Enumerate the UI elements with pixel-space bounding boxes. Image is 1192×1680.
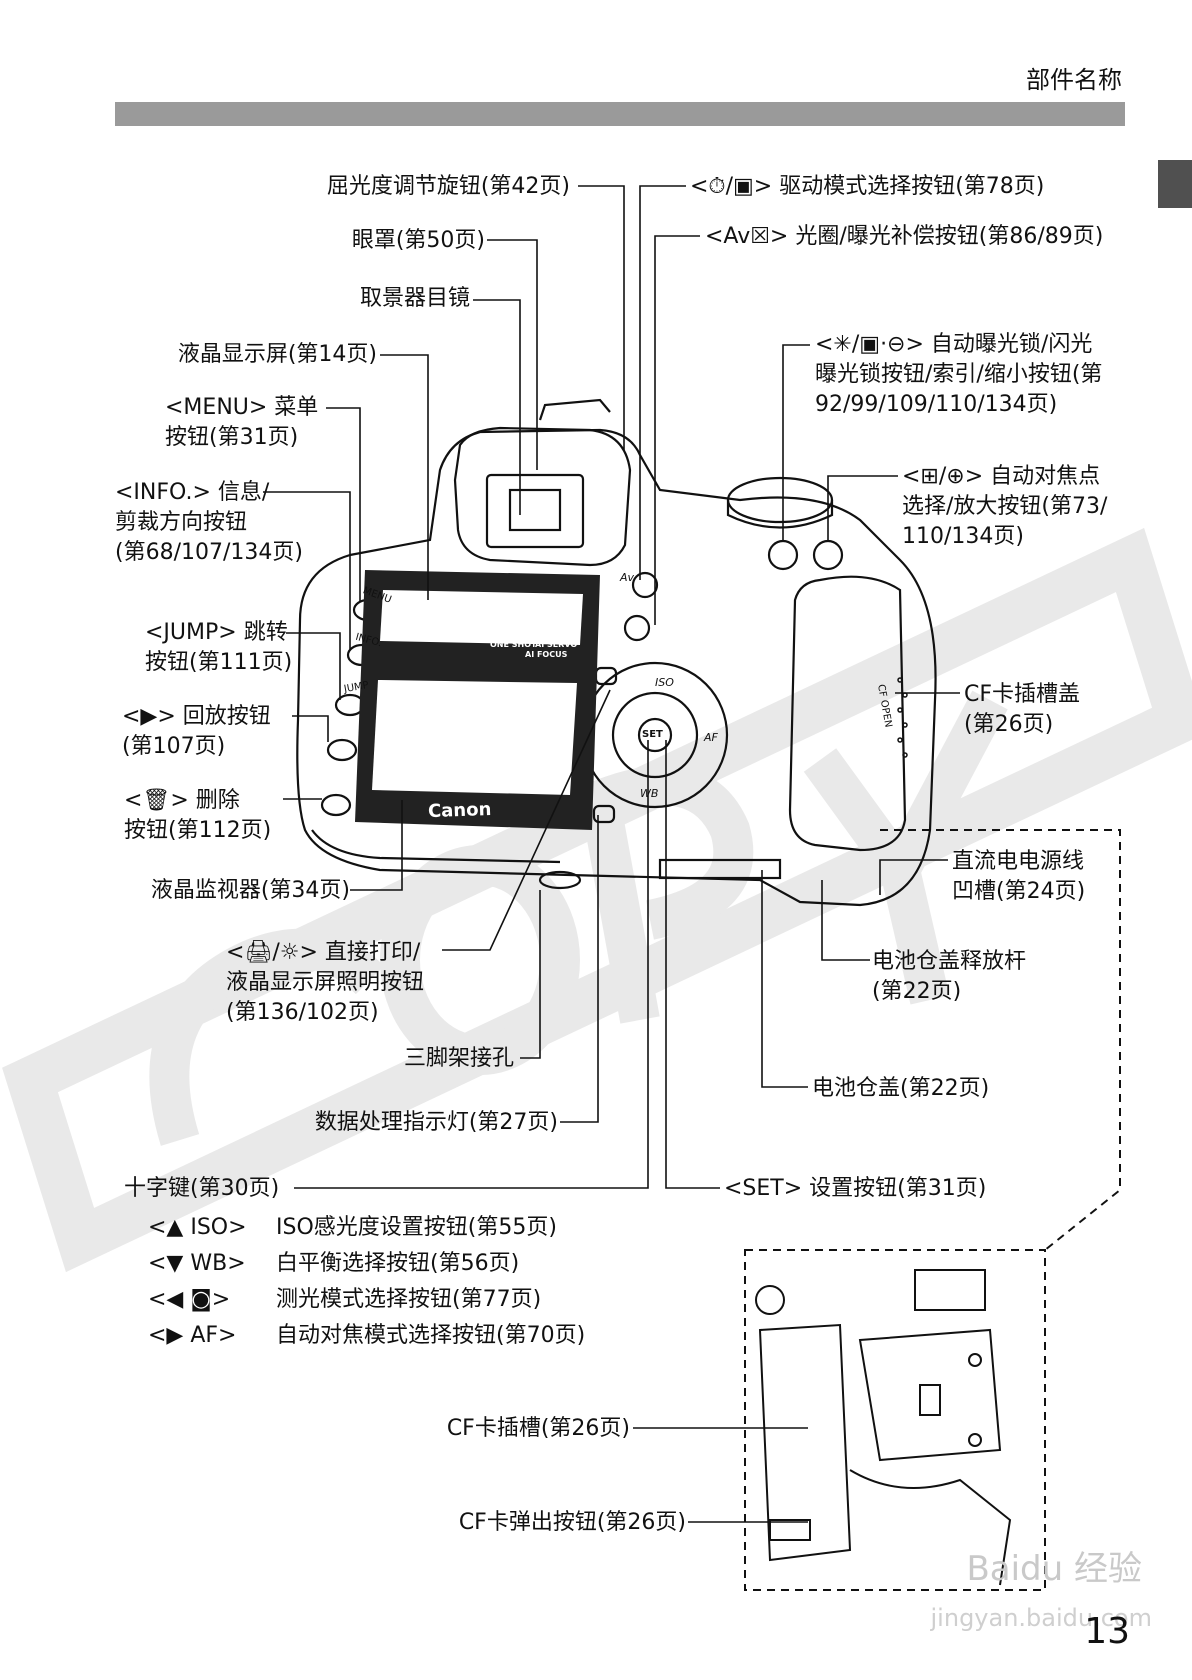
camera-brand-logo: Canon (427, 798, 492, 823)
callout-access-lamp: 数据处理指示灯(第27页) (314, 1110, 558, 1135)
callout-viewfinder-eyepiece: 取景器目镜 (359, 286, 470, 311)
callout-ae-lock-button: <✳/▣·⊖> 自动曝光锁/闪光 曝光锁按钮/索引/缩小按钮(第 92/99/1… (815, 332, 1103, 417)
camera-body (296, 398, 937, 907)
callout-af-point-button: <⊞/⊕> 自动对焦点 选择/放大按钮(第73/ 110/134页) (902, 464, 1108, 549)
callout-aperture-button: <Av☒> 光圈/曝光补偿按钮(第86/89页) (705, 224, 1104, 249)
af-mode-ai-servo: AI SERVO (535, 640, 578, 649)
callout-drive-mode-button: <⏱/▣> 驱动模式选择按钮(第78页) (690, 174, 1045, 199)
cross-key-metering: <◀ ◙>测光模式选择按钮(第77页) (148, 1287, 542, 1312)
baidu-url-watermark: jingyan.baidu.com (930, 1604, 1152, 1632)
header-bar (115, 102, 1125, 126)
callout-erase-button: <🗑> 删除 按钮(第112页) (124, 788, 272, 843)
baidu-watermark: Baidu 经验 (966, 1549, 1142, 1589)
set-marking: SET (642, 729, 663, 740)
callout-cf-eject-button: CF卡弹出按钮(第26页) (458, 1510, 686, 1535)
callout-battery-lever: 电池仓盖释放杆 (第22页) (872, 949, 1027, 1004)
wb-marking: WB (640, 787, 659, 800)
inset-connector (744, 829, 1121, 1591)
leader-lines (263, 185, 960, 1523)
callout-set-button: <SET> 设置按钮(第31页) (724, 1176, 987, 1201)
cf-slot-inset (755, 1269, 1012, 1586)
callout-playback-button: <▶> 回放按钮 (第107页) (122, 704, 271, 759)
callout-cf-slot: CF卡插槽(第26页) (446, 1416, 630, 1441)
cross-key-iso: <▲ ISO>ISO感光度设置按钮(第55页) (148, 1215, 557, 1240)
callout-lcd-monitor: 液晶监视器(第34页) (150, 878, 350, 903)
af-mode-ai-focus: AI FOCUS (525, 650, 568, 659)
cross-key-wb: <▼ WB>白平衡选择按钮(第56页) (148, 1251, 520, 1276)
af-marking: AF (704, 731, 718, 744)
callout-jump-button: <JUMP> 跳转 按钮(第111页) (145, 620, 293, 675)
section-title: 部件名称 (1026, 66, 1122, 94)
copy-stamp-watermark (2, 527, 1192, 1273)
iso-marking: ISO (655, 676, 674, 689)
callout-direct-print-button: <🖨/☼> 直接打印/ 液晶显示屏照明按钮 (第136/102页) (226, 940, 425, 1025)
callout-tripod-socket: 三脚架接孔 (403, 1046, 514, 1071)
cross-key-af: <▶ AF>自动对焦模式选择按钮(第70页) (148, 1323, 586, 1348)
callout-battery-cover: 电池仓盖(第22页) (812, 1076, 990, 1101)
af-mode-one-shot: ONE SHOT (490, 640, 537, 649)
page-number: 13 (1084, 1611, 1130, 1652)
callout-lcd-panel: 液晶显示屏(第14页) (177, 342, 377, 367)
callout-menu-button: <MENU> 菜单 按钮(第31页) (165, 395, 319, 450)
callout-dc-cord-hole: 直流电电源线 凹槽(第24页) (952, 849, 1086, 904)
callout-diopter-dial: 屈光度调节旋钮(第42页) (326, 174, 570, 199)
av-marking: Av (620, 571, 635, 584)
callout-info-button: <INFO.> 信息/ 剪裁方向按钮 (第68/107/134页) (115, 480, 303, 565)
callout-eyecup: 眼罩(第50页) (351, 228, 485, 253)
side-tab (1158, 160, 1192, 208)
lcd-monitor (355, 570, 600, 830)
callout-cf-cover: CF卡插槽盖 (第26页) (964, 682, 1081, 737)
callout-cross-keys: 十字键(第30页) (124, 1176, 280, 1201)
